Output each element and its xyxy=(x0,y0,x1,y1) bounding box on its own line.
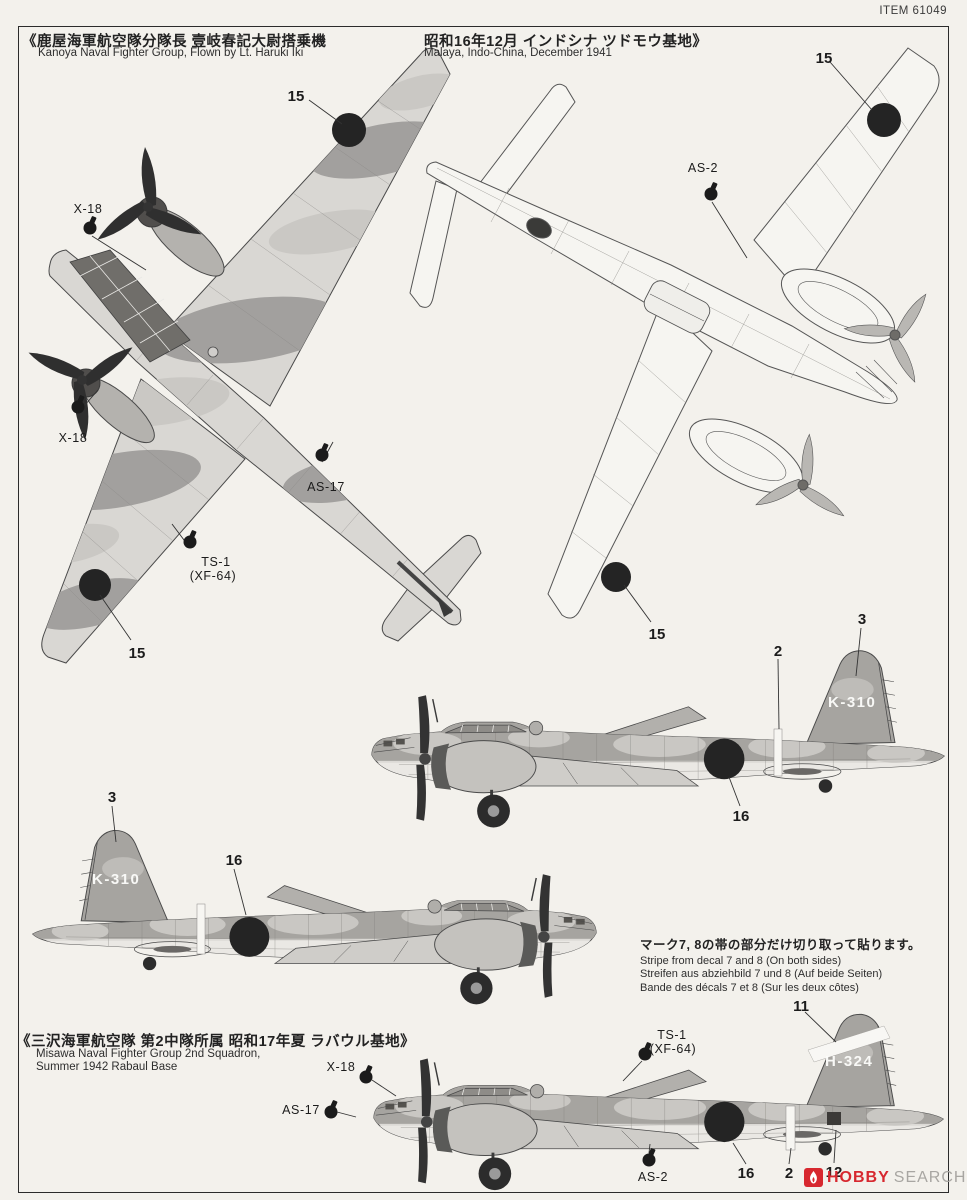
malaya-title-en: Malaya, Indo-China, December 1941 xyxy=(424,47,612,59)
tail-code-k310-lower: K-310 xyxy=(92,871,141,888)
callout-ts1-kanoya-line1: TS-1 xyxy=(201,555,231,569)
paint-pot-icon xyxy=(704,187,718,201)
misawa-profile-illustration xyxy=(367,1014,962,1190)
paint-pot-icon xyxy=(83,221,97,235)
callout-decal-15-top-malaya: 15 xyxy=(815,50,833,67)
callout-decal-15-bottom-kanoya: 15 xyxy=(128,645,146,662)
paint-pot-icon xyxy=(359,1070,373,1084)
malaya-title-ja: 昭和16年12月 インドシナ ツドモウ基地》 xyxy=(424,34,708,50)
tail-code-h324: H-324 xyxy=(825,1053,874,1070)
hobby-search-watermark: HOBBY SEARCH xyxy=(804,1168,966,1187)
callout-decal-12-misawa: 12 xyxy=(825,1164,843,1181)
callout-ts1-kanoya-line2: (XF-64) xyxy=(189,569,237,583)
callout-decal-2-upper: 2 xyxy=(773,643,783,660)
callout-ts1-misawa-line2: (XF-64) xyxy=(649,1042,697,1056)
callout-decal-15-top-kanoya: 15 xyxy=(287,88,305,105)
watermark-search-text: SEARCH xyxy=(893,1168,967,1186)
paint-pot-icon xyxy=(638,1047,652,1061)
callout-decal-16-lower: 16 xyxy=(225,852,243,869)
callout-x18-lower: X-18 xyxy=(58,431,88,445)
kanoya-title-ja: 《鹿屋海軍航空隊分隊長 壹岐春記大尉搭乗機 xyxy=(22,34,327,50)
callout-as2-malaya: AS-2 xyxy=(687,161,719,175)
callout-decal-3-upper: 3 xyxy=(857,611,867,628)
paint-pot-icon xyxy=(315,448,329,462)
stripe-note-de: Streifen aus abziehbild 7 und 8 (Auf bei… xyxy=(640,968,883,980)
callout-x18-misawa: X-18 xyxy=(326,1060,356,1074)
callout-ts1-misawa-line1: TS-1 xyxy=(657,1028,687,1042)
paint-pot-icon xyxy=(71,400,85,414)
malaya-bottomview-illustration xyxy=(409,47,940,619)
callout-as17-misawa: AS-17 xyxy=(282,1103,320,1117)
misawa-title-en-line2: Summer 1942 Rabaul Base xyxy=(36,1061,178,1073)
paint-pot-icon xyxy=(324,1105,338,1119)
k310-profile-upper-illustration xyxy=(365,651,963,828)
callout-as17-kanoya: AS-17 xyxy=(307,480,345,494)
misawa-title-ja: 《三沢海軍航空隊 第2中隊所属 昭和17年夏 ラバウル基地》 xyxy=(16,1034,416,1050)
hobby-search-flame-icon xyxy=(804,1168,823,1187)
watermark-hobby-text: HOBBY xyxy=(827,1168,890,1186)
kanoya-topview-illustration xyxy=(26,47,482,664)
k310-profile-lower-illustration xyxy=(14,830,603,1004)
stripe-note-ja: マーク7, 8の帯の部分だけ切り取って貼ります。 xyxy=(640,938,921,952)
paint-pot-icon xyxy=(183,535,197,549)
callout-decal-3-lower: 3 xyxy=(107,789,117,806)
stripe-note-fr: Bande des décals 7 et 8 (Sur les deux cô… xyxy=(640,981,859,994)
callout-decal-16-misawa: 16 xyxy=(737,1165,755,1182)
misawa-title-en-line1: Misawa Naval Fighter Group 2nd Squadron, xyxy=(36,1048,261,1060)
tail-code-k310-upper: K-310 xyxy=(828,694,877,711)
kanoya-title-en: Kanoya Naval Fighter Group, Flown by Lt.… xyxy=(38,47,304,59)
item-number: ITEM 61049 xyxy=(879,5,947,17)
callout-x18-upper: X-18 xyxy=(73,202,103,216)
callout-decal-15-bottom-malaya: 15 xyxy=(648,626,666,643)
callout-decal-16-upper: 16 xyxy=(732,808,750,825)
callout-as2-misawa: AS-2 xyxy=(637,1170,669,1184)
callout-decal-2-misawa: 2 xyxy=(784,1165,794,1182)
stripe-note-en: Stripe from decal 7 and 8 (On both sides… xyxy=(640,954,842,967)
paint-pot-icon xyxy=(642,1153,656,1167)
stripe-note: マーク7, 8の帯の部分だけ切り取って貼ります。 Stripe from dec… xyxy=(640,934,921,994)
callout-decal-11-misawa: 11 xyxy=(793,998,809,1015)
